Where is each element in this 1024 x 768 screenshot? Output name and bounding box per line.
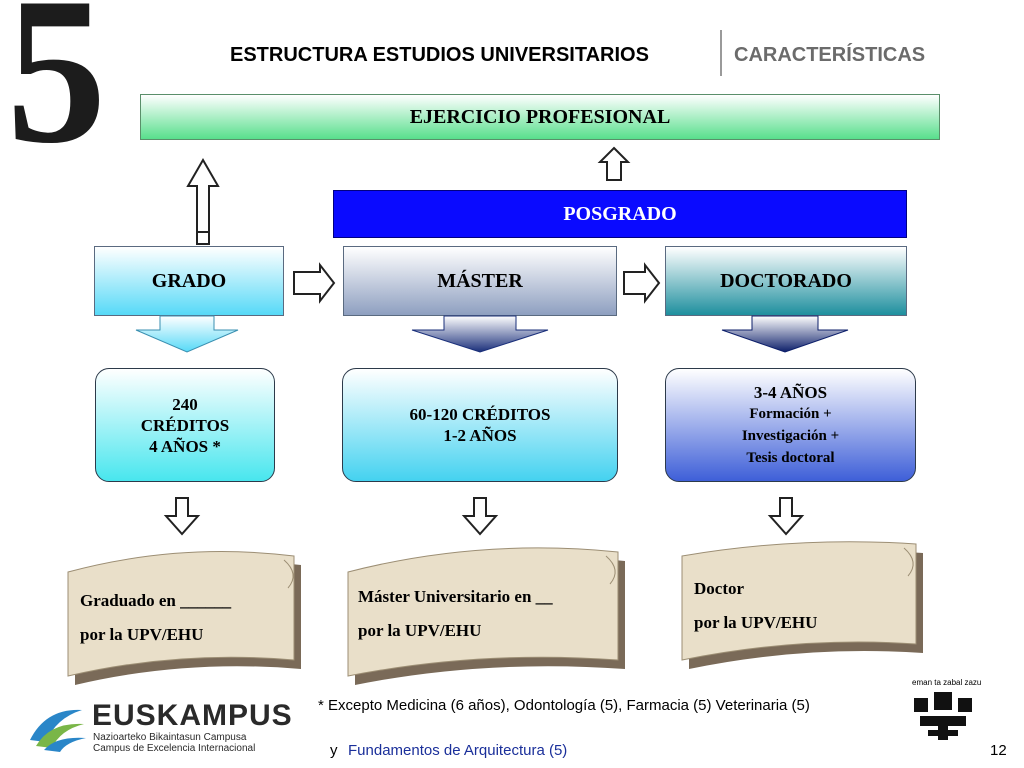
doctor-title-line1: Doctor (694, 579, 745, 598)
grado-title-text: Graduado en ______ por la UPV/EHU (80, 584, 231, 652)
section-title: CARACTERÍSTICAS (734, 44, 926, 66)
euskampus-line1: Nazioarteko Bikaintasun Campusa (93, 732, 247, 743)
down-arrow-icon (461, 497, 499, 536)
doctor-title-text: Doctor por la UPV/EHU (694, 572, 817, 640)
upv-motto: eman ta zabal zazu (912, 678, 982, 687)
grado-label: GRADO (151, 269, 227, 292)
upv-ehu-logo: eman ta zabal zazu (904, 678, 982, 742)
grado-title-line1: Graduado en ______ (80, 591, 232, 610)
page-number: 12 (990, 742, 1007, 759)
euskampus-emblem-icon (30, 709, 86, 752)
down-arrow-icon (163, 497, 201, 536)
right-arrow-icon (293, 262, 336, 304)
euskampus-wordmark: EUSKAMPUS (92, 699, 293, 732)
down-arrow-icon (767, 497, 805, 536)
doctorado-detail-box: 3-4 AÑOS Formación + Investigación + Tes… (665, 368, 916, 482)
right-arrow-icon (623, 262, 661, 304)
grado-box: GRADO (94, 246, 284, 316)
master-credits: 60-120 CRÉDITOS (409, 405, 551, 424)
ejercicio-profesional-label: EJERCICIO PROFESIONAL (409, 105, 671, 128)
master-title-line2: por la UPV/EHU (358, 621, 482, 640)
master-title-text: Máster Universitario en __ por la UPV/EH… (358, 580, 553, 648)
grado-title-line2: por la UPV/EHU (80, 625, 204, 644)
doctorado-box: DOCTORADO (665, 246, 907, 316)
upv-ehu-tree-icon (914, 692, 972, 740)
grado-years: 4 AÑOS * (149, 436, 221, 456)
master-detail-box: 60-120 CRÉDITOS 1-2 AÑOS (342, 368, 618, 482)
master-box: MÁSTER (343, 246, 617, 316)
header-divider (720, 30, 722, 76)
master-title-line1: Máster Universitario en __ (358, 587, 553, 606)
scroll-grado (67, 551, 301, 685)
footer-prefix: y (330, 742, 338, 759)
euskampus-line2: Campus de Excelencia Internacional (93, 743, 256, 754)
doctorado-detail-formacion: Formación + (749, 405, 832, 422)
master-years: 1-2 AÑOS (443, 426, 517, 445)
down-arrow-icon (411, 315, 549, 353)
down-arrow-icon (721, 315, 849, 353)
doctorado-years: 3-4 AÑOS (753, 382, 828, 402)
master-label: MÁSTER (437, 269, 523, 292)
euskampus-logo: EUSKAMPUS Nazioarteko Bikaintasun Campus… (26, 700, 296, 754)
up-arrow-icon (186, 157, 220, 245)
page-title: ESTRUCTURA ESTUDIOS UNIVERSITARIOS (230, 44, 649, 66)
posgrado-box: POSGRADO (333, 190, 907, 238)
up-arrow-icon (597, 146, 631, 181)
footer-course: Fundamentos de Arquitectura (5) (348, 742, 568, 759)
doctorado-label: DOCTORADO (720, 269, 852, 292)
posgrado-label: POSGRADO (563, 202, 677, 225)
grado-detail-box: 240 CRÉDITOS 4 AÑOS * (95, 368, 275, 482)
grado-credits-label: CRÉDITOS (140, 415, 230, 435)
doctor-title-line2: por la UPV/EHU (694, 613, 818, 632)
doctorado-detail-tesis: Tesis doctoral (746, 449, 835, 466)
footnote: * Excepto Medicina (6 años), Odontología… (318, 697, 810, 714)
scroll-master (347, 547, 625, 685)
ejercicio-profesional-box: EJERCICIO PROFESIONAL (140, 94, 940, 140)
chapter-number: 5 (6, 0, 107, 187)
down-arrow-icon (135, 315, 239, 353)
doctorado-detail-investigacion: Investigación + (741, 427, 840, 444)
scroll-doctor (681, 541, 923, 669)
grado-credits-number: 240 (172, 394, 198, 414)
